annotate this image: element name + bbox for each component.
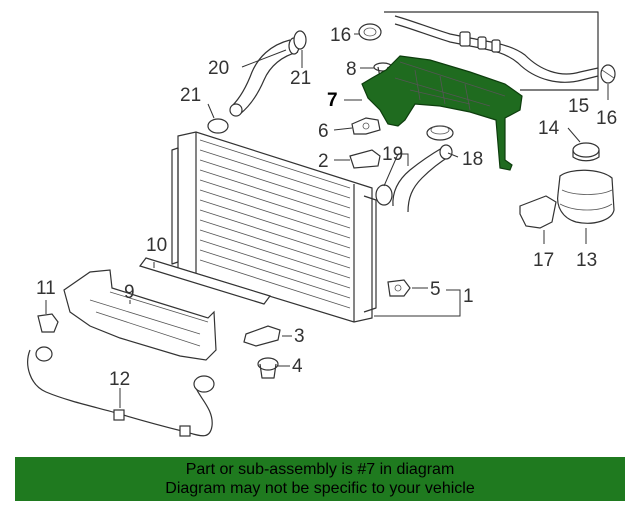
part-18-hose[interactable] (392, 144, 453, 213)
callout-8: 8 (346, 59, 357, 80)
part-10-seal-strip[interactable] (139, 257, 271, 305)
part-19-seal[interactable] (426, 125, 454, 141)
callout-21-left: 21 (180, 85, 201, 106)
part-17-bracket[interactable] (519, 195, 557, 229)
callout-17: 17 (533, 250, 554, 271)
banner-line-2: Diagram may not be specific to your vehi… (165, 480, 475, 497)
part-21-clamp-top[interactable] (293, 30, 307, 50)
part-12-wiring-harness[interactable] (27, 346, 215, 437)
callout-11: 11 (36, 278, 56, 299)
callout-18: 18 (462, 149, 483, 170)
callout-16-right: 16 (596, 108, 617, 129)
part-4-grommet[interactable] (257, 357, 279, 379)
callout-19: 19 (382, 144, 403, 165)
part-14-reservoir-cap[interactable] (572, 142, 600, 162)
part-16-clamp-right[interactable] (600, 64, 616, 84)
banner-line-1: Part or sub-assembly is #7 in diagram (185, 461, 455, 478)
callout-4: 4 (292, 356, 303, 377)
part-16-clamp-top[interactable] (358, 23, 382, 41)
callout-9: 9 (124, 282, 135, 303)
callout-10: 10 (146, 235, 167, 256)
callout-16-top: 16 (330, 25, 351, 46)
part-19-clamp[interactable] (375, 184, 393, 206)
callout-3: 3 (294, 326, 305, 347)
callout-6: 6 (318, 121, 329, 142)
part-11-bracket[interactable] (37, 313, 59, 333)
part-5-sensor[interactable] (387, 279, 411, 297)
part-13-coolant-reservoir[interactable] (557, 169, 615, 224)
callout-20: 20 (208, 58, 229, 79)
callout-13: 13 (576, 250, 597, 271)
part-2-bracket[interactable] (349, 149, 381, 169)
parts-diagram: 16 8 7 6 2 19 18 20 21 21 15 16 14 13 17… (27, 11, 617, 437)
callout-7: 7 (327, 90, 338, 111)
callout-1: 1 (463, 286, 474, 307)
part-21-clamp-left[interactable] (207, 118, 229, 134)
callout-5: 5 (430, 279, 441, 300)
part-notice-banner: Part or sub-assembly is #7 in diagram Di… (15, 457, 625, 501)
part-1-radiator[interactable] (171, 131, 377, 323)
callout-12: 12 (109, 369, 130, 390)
part-6-bracket[interactable] (351, 117, 381, 135)
callout-14: 14 (538, 118, 560, 139)
callout-21-top: 21 (290, 68, 311, 89)
part-15-hose-assembly[interactable] (384, 11, 599, 91)
callout-15: 15 (568, 96, 589, 117)
part-9-lower-baffle[interactable] (63, 269, 217, 361)
callout-2: 2 (318, 151, 329, 172)
part-3-bracket[interactable] (243, 325, 281, 347)
part-20-upper-hose[interactable] (229, 37, 300, 117)
part-7-highlighted-assembly[interactable] (361, 55, 523, 171)
leader-lines (45, 33, 609, 408)
